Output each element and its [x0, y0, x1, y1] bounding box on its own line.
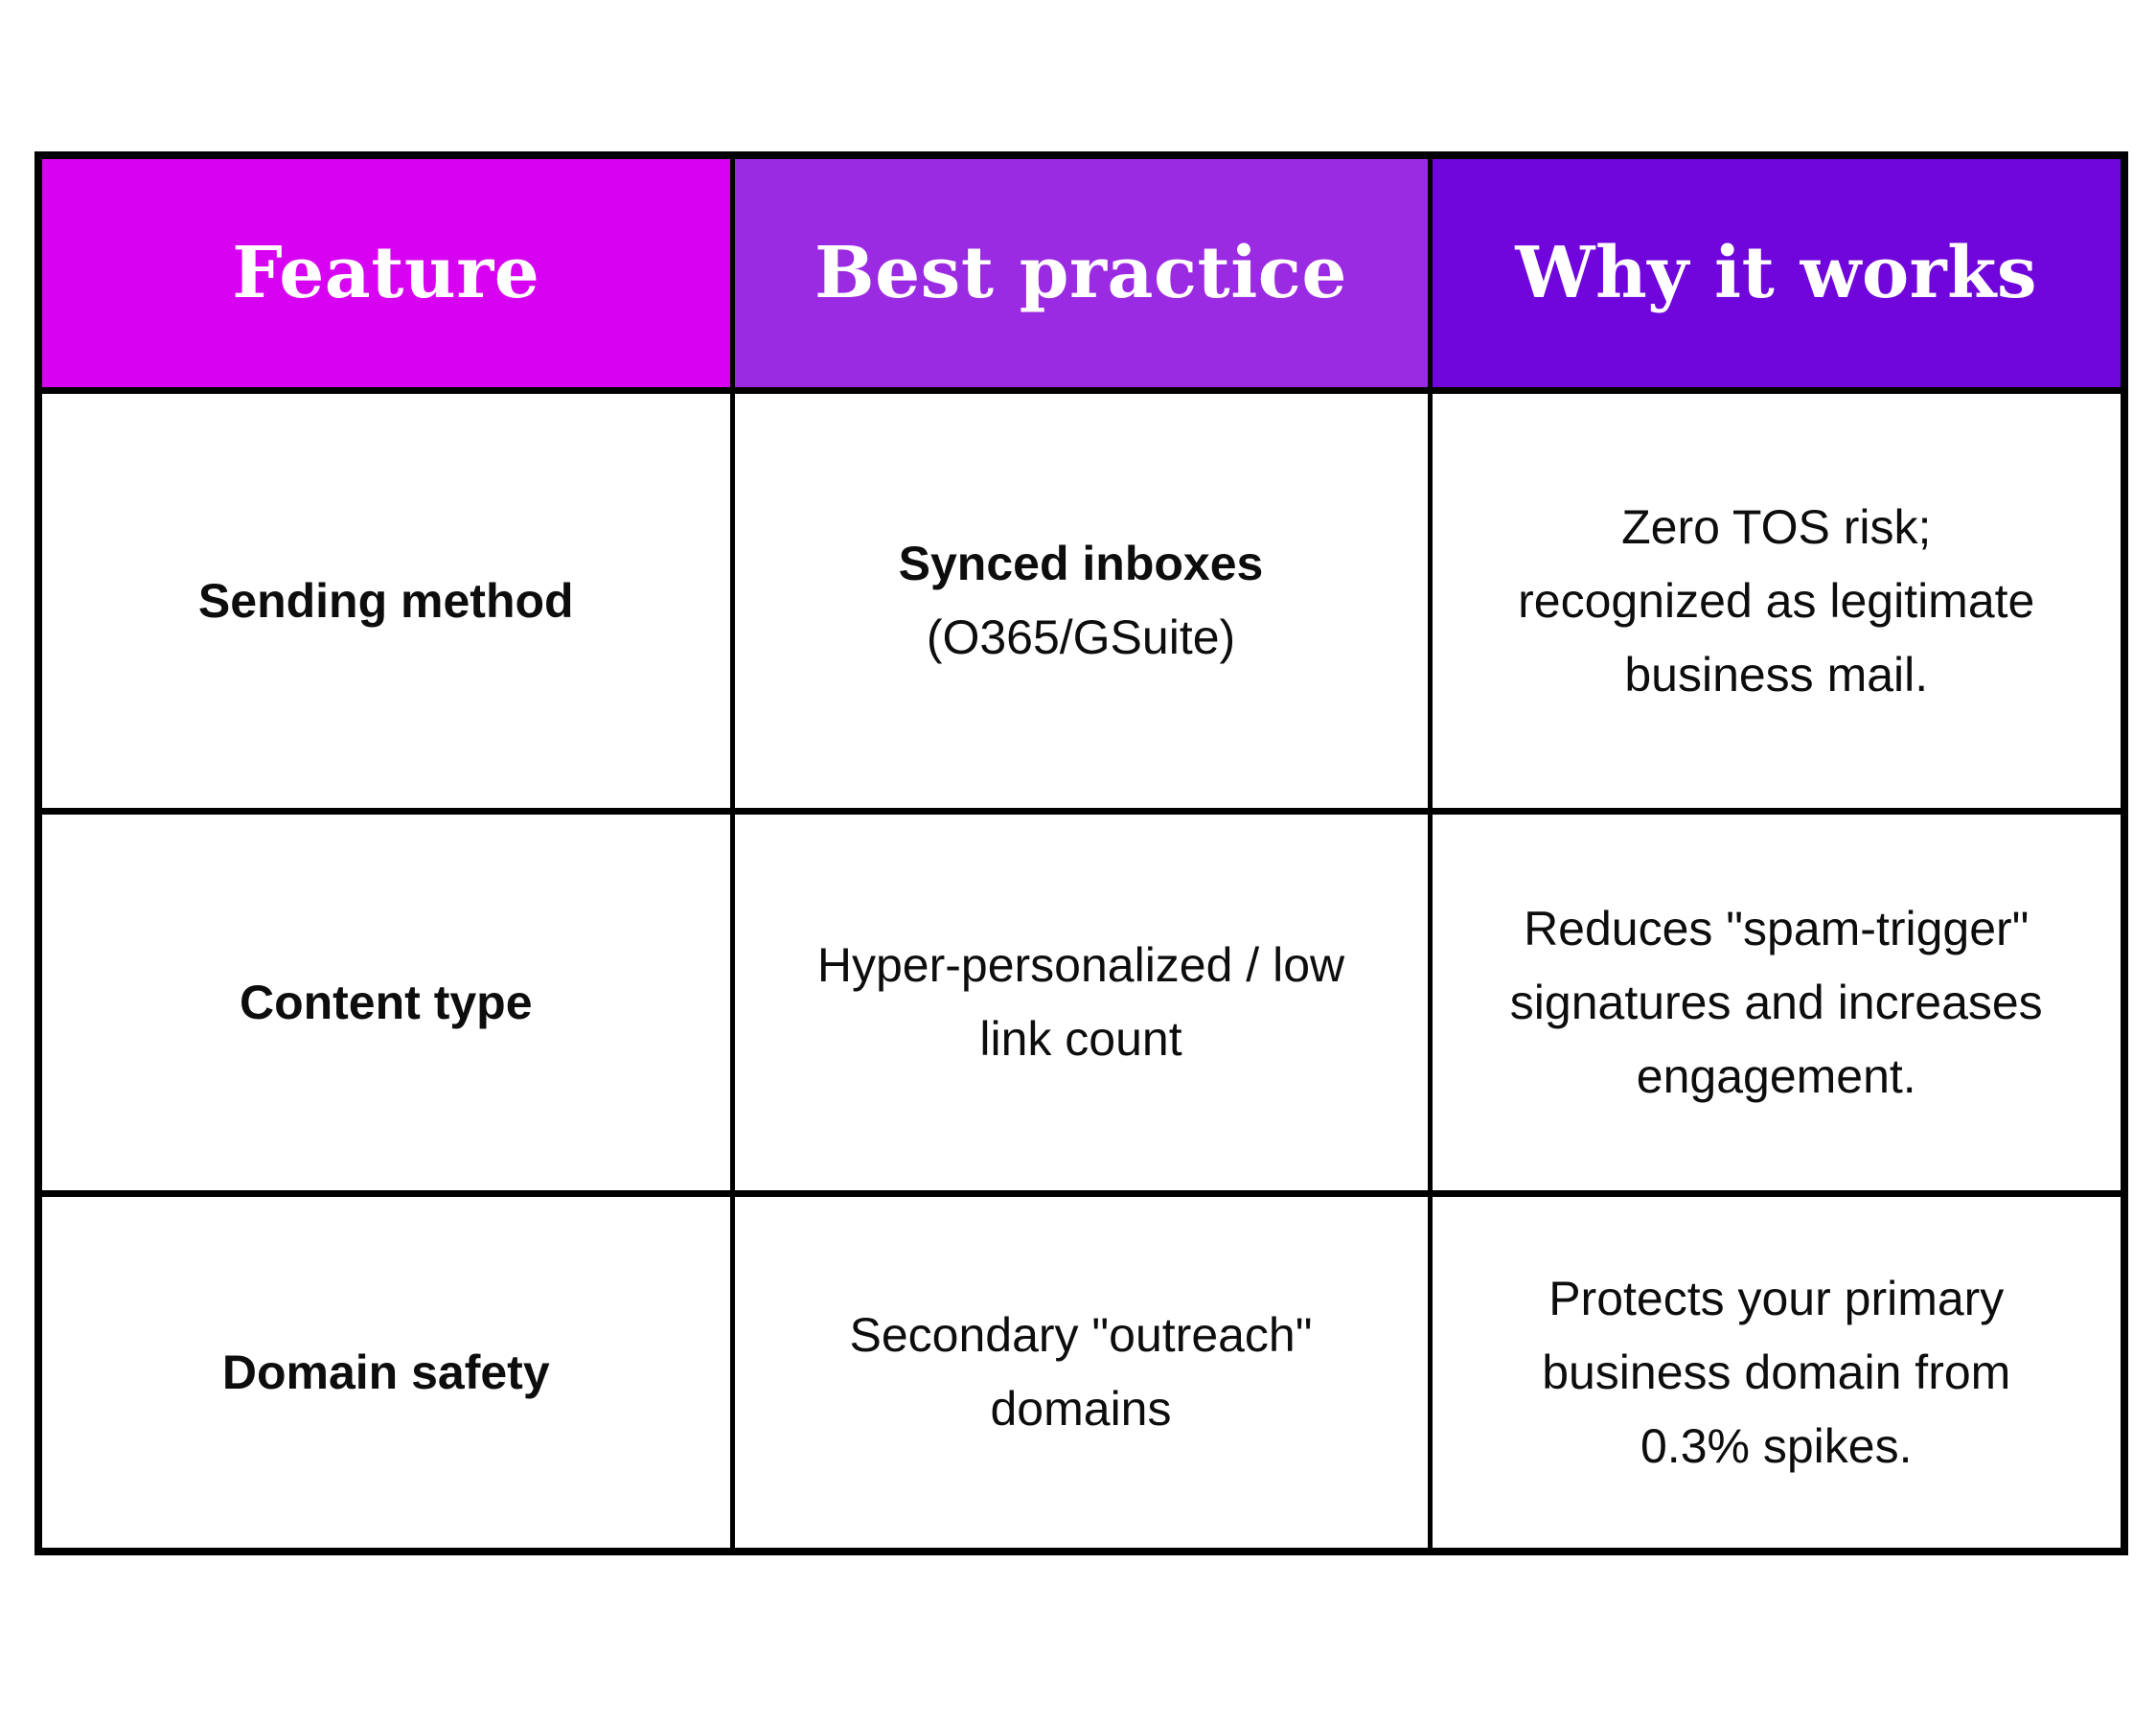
table-row-content-type: Content type Hyper-personalized / low li… [35, 809, 2127, 1197]
why-cell: Reduces "spam-trigger" signatures and in… [1427, 809, 2127, 1197]
comparison-table-container: Feature Best practice Why it works Sendi… [34, 151, 2128, 1555]
practice-secondary-text: Secondary "outreach" domains [849, 1308, 1313, 1436]
header-row: Feature Best practice Why it works [35, 152, 2127, 394]
why-cell: Zero TOS risk; recognized as legitimate … [1427, 388, 2127, 815]
table-row-domain-safety: Domain safety Secondary "outreach" domai… [35, 1191, 2127, 1555]
practice-cell: Hyper-personalized / low link count [729, 809, 1433, 1197]
header-cell-feature: Feature [35, 152, 735, 394]
practice-cell: Synced inboxes (O365/GSuite) [729, 388, 1433, 815]
table-row-sending-method: Sending method Synced inboxes (O365/GSui… [35, 388, 2127, 815]
comparison-table: Feature Best practice Why it works Sendi… [34, 151, 2128, 1555]
why-cell: Protects your primary business domain fr… [1427, 1191, 2127, 1555]
practice-secondary-text: (O365/GSuite) [926, 610, 1236, 664]
feature-cell: Domain safety [35, 1191, 735, 1555]
practice-secondary-text: Hyper-personalized / low link count [816, 938, 1345, 1066]
practice-primary-text: Synced inboxes [898, 537, 1264, 590]
feature-cell: Content type [35, 809, 735, 1197]
header-cell-best-practice: Best practice [729, 152, 1433, 394]
practice-cell: Secondary "outreach" domains [729, 1191, 1433, 1555]
feature-cell: Sending method [35, 388, 735, 815]
header-cell-why-it-works: Why it works [1427, 152, 2127, 394]
